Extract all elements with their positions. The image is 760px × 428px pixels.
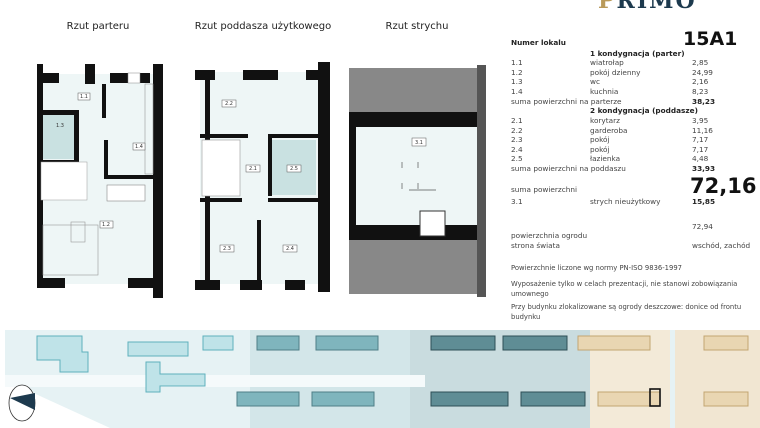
area-row-area: 2,85: [692, 58, 709, 67]
area-row: 2.3 pokój 7,17: [511, 135, 756, 145]
area-row-name: pokój: [590, 135, 610, 145]
area-row-name: pokój: [590, 144, 610, 154]
area-row-id: 2.4: [511, 144, 523, 154]
room-label: 1.1: [80, 94, 88, 100]
building-block: [430, 391, 509, 407]
attic-floor-plan-title: Rzut poddasza użytkowego: [194, 21, 332, 32]
area-row-name: wc: [590, 77, 600, 87]
area-row: 2.5 łazienka 4,48: [511, 154, 756, 164]
loft-plan-title: Rzut strychu: [385, 21, 449, 32]
unit-number: 15A1: [683, 28, 738, 50]
building-block: [127, 341, 189, 357]
area-row: 1.2 pokój dzienny 24,99: [511, 68, 756, 78]
area-row: 1.3 wc 2,16: [511, 77, 756, 87]
loft-name: strych nieużytkowy: [590, 197, 661, 206]
area-row-id: 1.1: [511, 58, 523, 67]
area-row-name: pokój dzienny: [590, 67, 641, 77]
garden-area: 72,94: [692, 222, 713, 231]
room-label: 1.3: [56, 123, 64, 129]
area-row-area: 11,16: [692, 125, 713, 135]
ground-floor-plan: [37, 64, 163, 298]
room-label: 2.5: [290, 166, 298, 172]
area-row: 1.1 wiatrołap 2,85: [511, 58, 756, 68]
floor2-heading: 2 kondygnacja (poddasze): [590, 106, 698, 115]
floor1-sum-label: suma powierzchni na parterze: [511, 97, 622, 106]
loft-area: 15,85: [692, 197, 716, 206]
floor1-sum: 38,23: [692, 97, 716, 106]
area-row-area: 8,23: [692, 86, 709, 96]
area-row-id: 2.2: [511, 125, 523, 135]
note: Przy budynku zlokalizowane są ogrody des…: [511, 303, 742, 321]
building-block: [256, 335, 300, 351]
building-block: [703, 391, 749, 407]
area-row-name: wiatrołap: [590, 58, 624, 67]
area-row-area: 7,17: [692, 144, 709, 154]
ground-plan-title: Rzut parteru: [66, 21, 130, 32]
building-block: [236, 391, 300, 407]
room-label: 2.3: [223, 246, 231, 252]
total-area: 72,16: [690, 174, 757, 198]
area-row-id: 1.4: [511, 86, 523, 96]
area-row: 2.2 garderoba 11,16: [511, 126, 756, 136]
room-label: 3.1: [415, 140, 423, 146]
floor1-heading: 1 kondygnacja (parter): [590, 49, 685, 58]
building-block: [502, 335, 568, 351]
area-row: 2.4 pokój 7,17: [511, 145, 756, 155]
total-label: suma powierzchni: [511, 185, 578, 194]
area-row-name: łazienka: [590, 154, 621, 164]
wc-room: [41, 112, 79, 159]
area-row-id: 1.3: [511, 77, 523, 87]
note: Wyposażenie tylko w celach prezentacji, …: [511, 280, 738, 298]
area-row-area: 7,17: [692, 135, 709, 145]
building-block: [430, 335, 496, 351]
building-block: [311, 391, 375, 407]
room-label: 1.2: [102, 222, 110, 228]
area-row-area: 24,99: [692, 67, 713, 77]
area-row-id: 1.2: [511, 67, 523, 77]
garden-label: powierzchnia ogrodu: [511, 231, 588, 240]
area-row-name: garderoba: [590, 125, 628, 135]
area-row: 1.4 kuchnia 8,23: [511, 87, 756, 97]
area-row-id: 2.3: [511, 135, 523, 145]
orientation-value: wschód, zachód: [692, 241, 751, 250]
loft-id: 3.1: [511, 197, 523, 206]
area-row-id: 2.1: [511, 116, 523, 125]
loft-plan: [349, 65, 486, 297]
brand-logo: PRIMO: [598, 0, 697, 14]
building-block: [520, 391, 586, 407]
attic-floor-plan: [195, 62, 330, 292]
building-block: [315, 335, 379, 351]
area-row-name: kuchnia: [590, 86, 619, 96]
floor2-sum-label: suma powierzchni na poddaszu: [511, 164, 626, 173]
orientation-label: strona świata: [511, 241, 560, 250]
area-row-area: 2,16: [692, 77, 709, 87]
room-label: 1.4: [135, 144, 143, 150]
building-block: [577, 335, 651, 351]
room-label: 2.1: [249, 166, 257, 172]
area-row-name: korytarz: [590, 116, 620, 125]
area-row-area: 3,95: [692, 116, 709, 125]
area-row-id: 2.5: [511, 154, 523, 164]
floor2-rows: 2.1 korytarz 3,95 2.2 garderoba 11,16 2.3 pokój…: [511, 116, 756, 164]
room-label: 2.2: [225, 101, 233, 107]
area-row: 2.1 korytarz 3,95: [511, 116, 756, 126]
floor2-sum: 33,93: [692, 164, 716, 173]
building-block: [202, 335, 234, 351]
unit-number-label: Numer lokalu: [511, 38, 566, 47]
building-block: [703, 335, 749, 351]
note: Powierzchnie liczone wg normy PN-ISO 983…: [511, 264, 682, 272]
room-label: 2.4: [286, 246, 294, 252]
area-row-area: 4,48: [692, 154, 709, 164]
selected-unit-marker: [649, 388, 661, 407]
